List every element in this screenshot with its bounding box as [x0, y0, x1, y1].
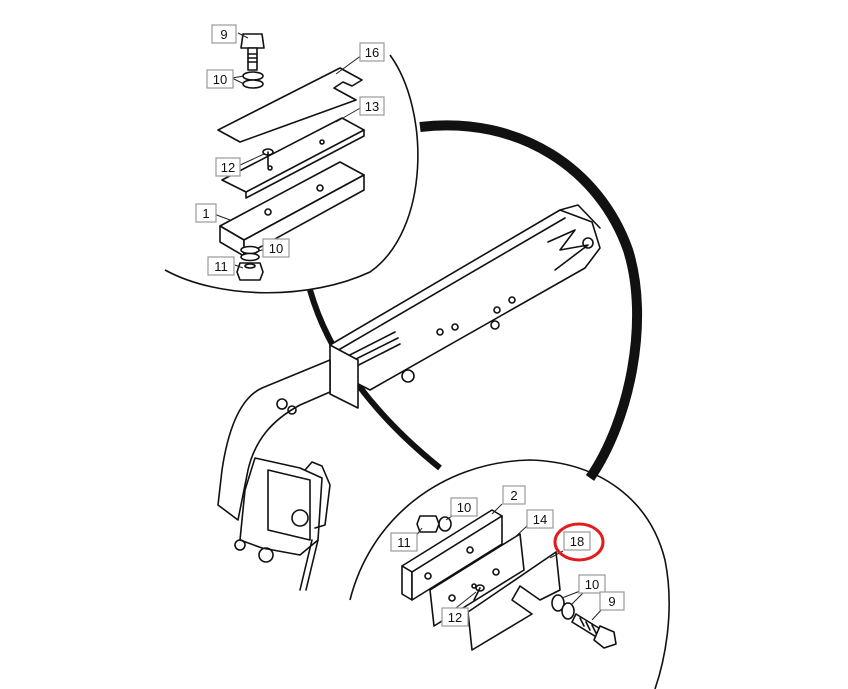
nut-icon [236, 262, 264, 281]
svg-text:12: 12 [448, 610, 462, 625]
callout-10-bottom-upper: 10 [450, 497, 478, 517]
bottom-detail-panel: 10 2 11 14 18 10 9 12 [349, 459, 670, 689]
shim-plate-18 [467, 551, 561, 651]
svg-text:18: 18 [570, 534, 584, 549]
callout-12-top: 12 [215, 157, 241, 177]
callout-9-bottom: 9 [599, 591, 625, 611]
callout-11-bottom: 11 [390, 532, 418, 552]
leader-lines-top [213, 32, 363, 269]
screw-icon [262, 148, 274, 167]
callout-11-top: 11 [207, 256, 235, 276]
callout-14: 14 [526, 509, 554, 529]
callout-10-top-lower: 10 [262, 238, 290, 258]
svg-text:2: 2 [510, 488, 517, 503]
svg-text:9: 9 [220, 27, 227, 42]
boom-arm-assembly [217, 204, 601, 591]
callout-16: 16 [359, 42, 385, 62]
plate-14 [429, 533, 525, 627]
callout-10-top-upper: 10 [206, 69, 234, 89]
bolt-icon [240, 33, 265, 71]
nut-icon [416, 515, 440, 533]
washer-icon [551, 594, 565, 612]
bolt-icon [571, 613, 617, 649]
washer-icon [438, 516, 452, 532]
screw-icon [473, 584, 485, 601]
svg-text:10: 10 [457, 500, 471, 515]
top-detail-panel: 9 10 16 13 12 1 10 11 [164, 24, 419, 294]
svg-text:12: 12 [221, 160, 235, 175]
svg-text:11: 11 [214, 259, 228, 274]
washer-icon [242, 71, 264, 89]
callout-13: 13 [359, 96, 385, 116]
callout-10-bottom-lower: 10 [578, 574, 606, 594]
svg-text:11: 11 [397, 535, 411, 550]
svg-text:10: 10 [269, 241, 283, 256]
detail-connector-arcs [307, 120, 642, 481]
highlight-circle [553, 522, 605, 562]
svg-text:13: 13 [365, 99, 379, 114]
callout-1: 1 [195, 203, 217, 223]
callout-9-top: 9 [211, 24, 237, 44]
svg-text:1: 1 [202, 206, 209, 221]
svg-text:10: 10 [585, 577, 599, 592]
svg-text:14: 14 [533, 512, 547, 527]
shim-plate-16 [217, 67, 363, 143]
svg-text:10: 10 [213, 72, 227, 87]
callout-2: 2 [502, 485, 526, 505]
callout-18: 18 [563, 531, 591, 551]
svg-text:9: 9 [608, 594, 615, 609]
callout-12-bottom: 12 [441, 607, 469, 627]
svg-text:16: 16 [365, 45, 379, 60]
